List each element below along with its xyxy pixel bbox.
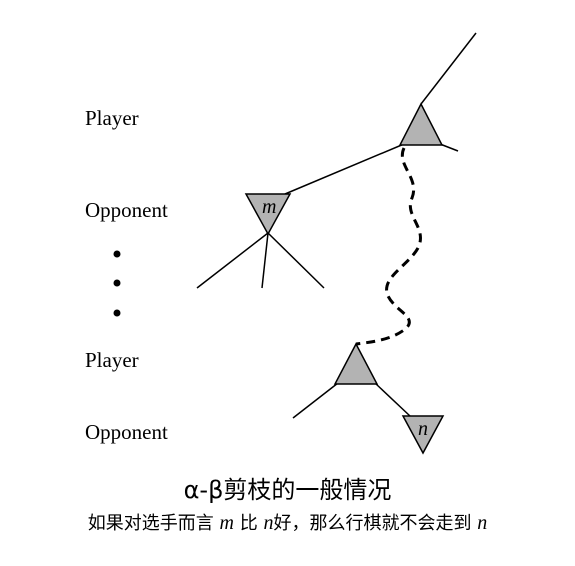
edge-m-left bbox=[196, 232, 269, 289]
edge-player2-left bbox=[292, 382, 339, 419]
level-label-player-1: Player bbox=[85, 106, 139, 130]
node-m-label: m bbox=[262, 196, 276, 218]
note-text-1: 如果对选手而言 bbox=[87, 513, 214, 534]
note-text-2: 比 bbox=[239, 513, 258, 534]
edge-root-to-m bbox=[284, 143, 405, 195]
note-m: m bbox=[219, 512, 234, 534]
edge-root-right bbox=[439, 143, 459, 152]
edge-m-right bbox=[267, 232, 325, 289]
level-label-player-2: Player bbox=[85, 348, 139, 372]
note-n-1: n bbox=[263, 512, 274, 534]
player-lower-triangle bbox=[333, 342, 379, 385]
diagram-title: α-β剪枝的一般情况 bbox=[183, 476, 392, 504]
node-n-label: n bbox=[418, 418, 428, 440]
dashed-wavy-path bbox=[355, 147, 422, 346]
opponent-n-triangle bbox=[401, 415, 445, 455]
edge-m-middle bbox=[261, 232, 269, 289]
note-text-3: 好，那么行棋就不会走到 bbox=[273, 513, 472, 534]
edge-root-up bbox=[420, 32, 477, 105]
player-root-triangle bbox=[398, 102, 444, 146]
ellipsis-dot bbox=[113, 309, 121, 317]
edge-player2-to-n bbox=[374, 382, 411, 417]
level-label-opponent-1: Opponent bbox=[85, 198, 168, 222]
note-n-2: n bbox=[477, 512, 488, 534]
diagram-note: 如果对选手而言 m 比 n好，那么行棋就不会走到 n bbox=[0, 509, 575, 535]
level-label-opponent-2: Opponent bbox=[85, 420, 168, 444]
ellipsis-dot bbox=[113, 279, 121, 287]
opponent-m-triangle bbox=[244, 193, 292, 236]
ellipsis-dot bbox=[113, 250, 121, 258]
